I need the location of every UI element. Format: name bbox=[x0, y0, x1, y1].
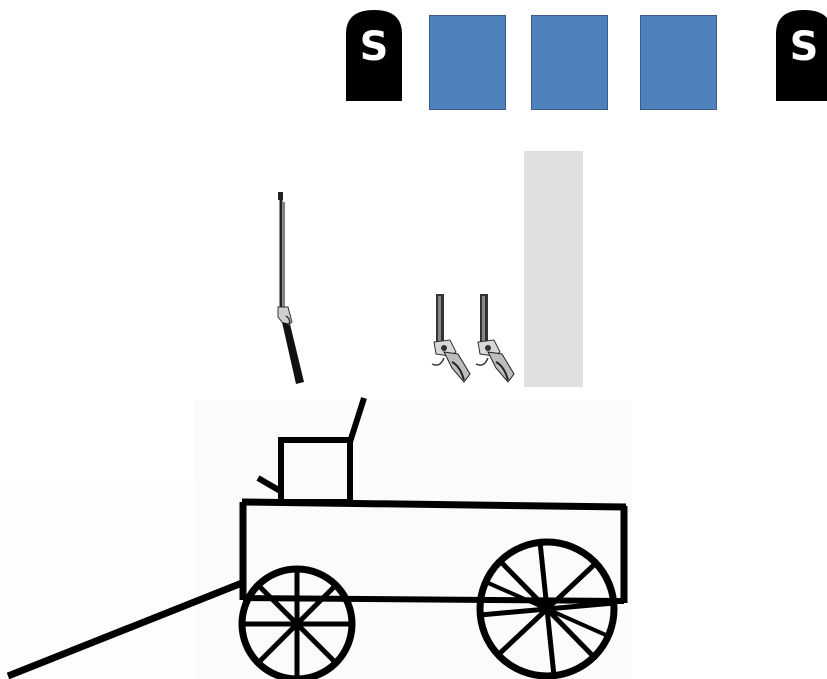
game-board: S S bbox=[0, 0, 827, 679]
wagon-icon[interactable] bbox=[0, 0, 827, 679]
